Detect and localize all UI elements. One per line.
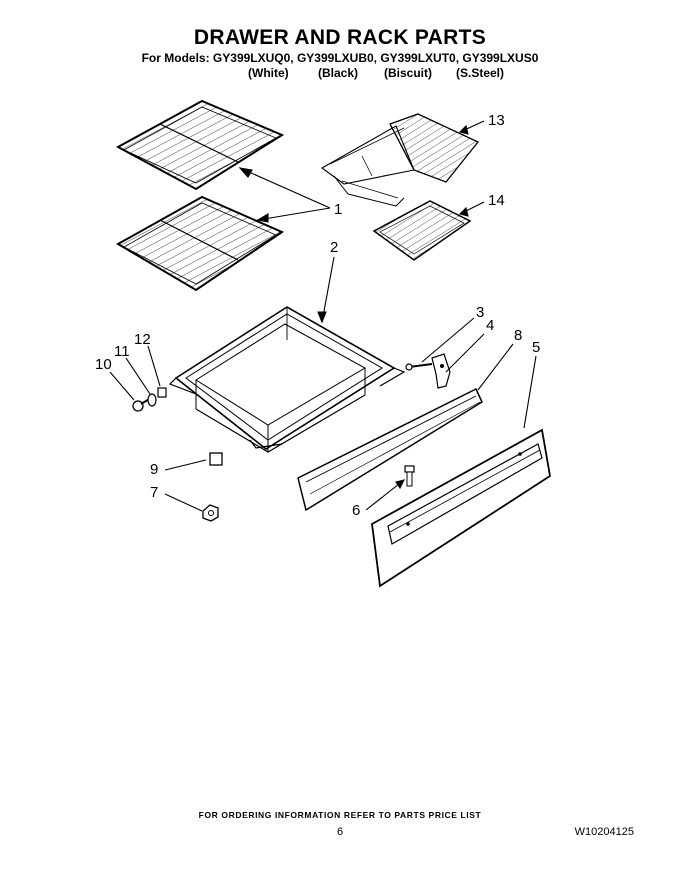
- oven-rack-lower: [115, 195, 285, 292]
- callout-13: 13: [488, 112, 505, 129]
- color-white: (White): [248, 66, 289, 80]
- callout-10: 10: [95, 356, 112, 373]
- callout-9: 9: [150, 461, 158, 478]
- callout-12: 12: [134, 331, 151, 348]
- page-number: 6: [336, 826, 344, 838]
- screw-bracket: [405, 363, 433, 371]
- screw-panel: [404, 465, 415, 487]
- callout-8: 8: [514, 327, 522, 344]
- callout-14: 14: [488, 192, 505, 209]
- drawer-stop: [209, 452, 223, 466]
- callout-4: 4: [486, 317, 494, 334]
- oven-rack-upper: [115, 99, 285, 191]
- callout-2: 2: [330, 239, 338, 256]
- storage-drawer: [168, 306, 406, 453]
- half-rack: [372, 200, 472, 261]
- callout-5: 5: [532, 339, 540, 356]
- callout-7: 7: [150, 484, 158, 501]
- leader-lines: [109, 120, 537, 512]
- callout-6: 6: [352, 502, 360, 519]
- color-s-steel: (S.Steel): [456, 66, 505, 80]
- callout-1: 1: [334, 201, 342, 218]
- ordering-note: FOR ORDERING INFORMATION REFER TO PARTS …: [198, 810, 482, 820]
- washer: [147, 393, 157, 407]
- models-line: For Models: GY399LXUQ0, GY399LXUB0, GY39…: [141, 51, 539, 65]
- document-number: W10204125: [574, 826, 634, 838]
- mounting-bracket: [431, 353, 451, 389]
- drawer-front-panel: [371, 428, 551, 588]
- callout-3: 3: [476, 304, 484, 321]
- drawer-panel-rail: [297, 387, 483, 512]
- sliding-rack: [320, 113, 480, 207]
- hex-nut: [202, 504, 219, 522]
- page-title: DRAWER AND RACK PARTS: [193, 26, 487, 49]
- color-black: (Black): [318, 66, 359, 80]
- color-biscuit: (Biscuit): [384, 66, 432, 80]
- spacer: [157, 387, 167, 398]
- callout-11: 11: [114, 343, 130, 360]
